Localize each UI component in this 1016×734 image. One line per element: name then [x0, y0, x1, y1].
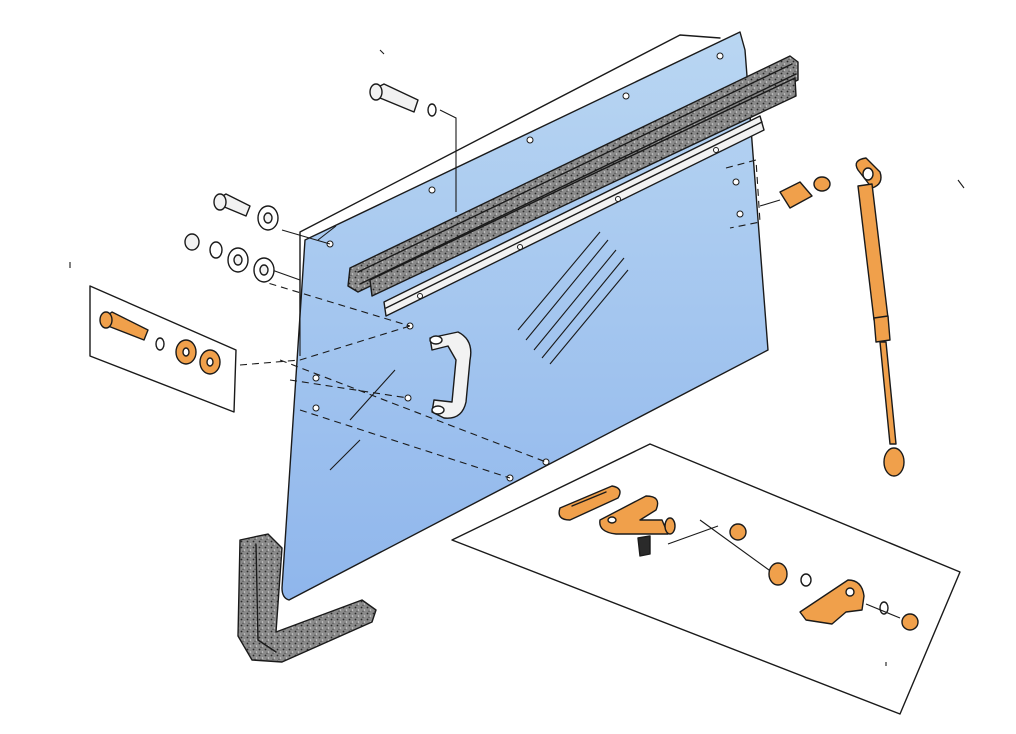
rubber-seal-strip[interactable] — [383, 115, 765, 317]
top-bolt[interactable] — [369, 49, 437, 117]
hinge-bolt-washer-set[interactable] — [89, 285, 237, 413]
top-seal-channel[interactable] — [347, 55, 799, 297]
gas-strut[interactable] — [855, 157, 965, 477]
assembly-lines — [239, 109, 547, 479]
corner-seal-strip[interactable] — [237, 533, 377, 663]
mounting-bolts[interactable] — [184, 193, 279, 283]
glass-handle[interactable] — [429, 331, 472, 419]
hinge-pivot-assembly[interactable] — [451, 443, 961, 715]
strut-ball-stud[interactable] — [759, 176, 831, 209]
stray-marks — [69, 262, 887, 666]
